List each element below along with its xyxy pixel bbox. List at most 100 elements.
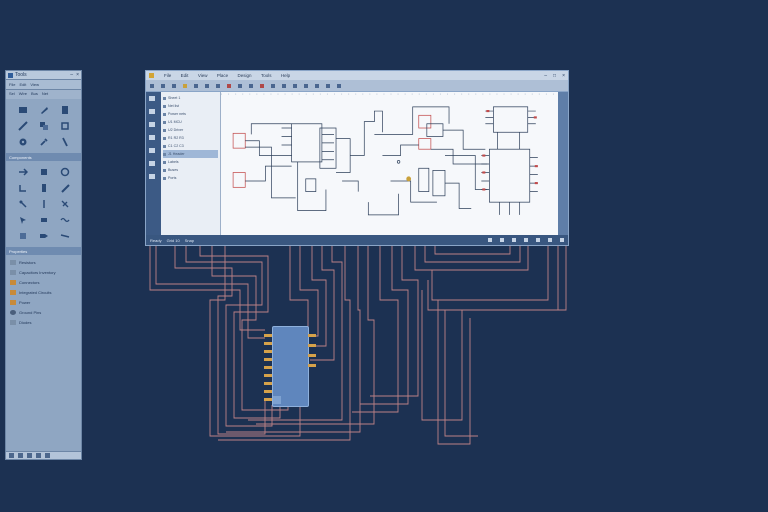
menu-place[interactable]: Place xyxy=(216,72,229,78)
close-icon[interactable]: × xyxy=(76,72,79,78)
schematic-canvas[interactable] xyxy=(221,92,558,235)
tree-row[interactable]: Labels xyxy=(163,158,218,166)
status-icon[interactable] xyxy=(560,238,564,242)
tool-wire[interactable]: Wire xyxy=(18,91,28,96)
footer-button-5[interactable] xyxy=(45,453,50,458)
cursor-icon[interactable] xyxy=(18,215,28,225)
open-icon[interactable] xyxy=(161,83,165,88)
section-properties-header[interactable]: Properties xyxy=(6,247,81,255)
editor-titlebar[interactable]: File Edit View Place Design Tools Help –… xyxy=(146,71,568,80)
pen-icon[interactable] xyxy=(39,105,49,115)
pencil-icon[interactable] xyxy=(60,183,70,193)
tag-icon[interactable] xyxy=(39,231,49,241)
side-tool-icon[interactable] xyxy=(149,135,155,140)
probe-icon[interactable] xyxy=(60,137,70,147)
tool-bus[interactable]: Bus xyxy=(31,91,38,96)
save-icon[interactable] xyxy=(172,83,176,88)
menu-edit[interactable]: Edit xyxy=(180,72,189,78)
tool-select[interactable]: Sel xyxy=(9,91,15,96)
status-icon[interactable] xyxy=(524,238,528,242)
tree-row[interactable]: Buses xyxy=(163,166,218,174)
tool-net[interactable]: Net xyxy=(41,91,49,96)
wave-icon[interactable] xyxy=(59,215,70,225)
cut-icon[interactable] xyxy=(205,83,209,88)
tree-item[interactable]: Diodes xyxy=(10,317,77,327)
maximize-icon[interactable]: □ xyxy=(553,72,557,79)
close-icon[interactable]: × xyxy=(562,72,565,79)
bus-icon[interactable] xyxy=(60,231,70,241)
palette-tab-file[interactable]: File xyxy=(9,82,16,87)
wrench-icon[interactable] xyxy=(39,137,49,147)
menu-file[interactable]: File xyxy=(164,72,172,78)
run-icon[interactable] xyxy=(337,83,341,88)
label-icon[interactable] xyxy=(282,83,286,88)
arrow-icon[interactable] xyxy=(18,167,28,177)
resistor-icon[interactable] xyxy=(39,183,49,193)
ring-icon[interactable] xyxy=(60,167,70,177)
tree-item[interactable]: Resistors xyxy=(10,257,77,267)
bus-icon[interactable] xyxy=(271,83,275,88)
side-tool-icon[interactable] xyxy=(149,174,155,179)
tree-row[interactable]: U2 Driver xyxy=(163,126,218,134)
status-icon[interactable] xyxy=(512,238,516,242)
minimize-icon[interactable]: – xyxy=(544,72,548,79)
side-tool-icon[interactable] xyxy=(149,148,155,153)
tree-item[interactable]: Connectors xyxy=(10,277,77,287)
hook-icon[interactable] xyxy=(18,183,28,193)
menu-view[interactable]: View xyxy=(197,72,208,78)
gear-icon[interactable] xyxy=(18,137,28,147)
tree-item[interactable]: Ground Pins xyxy=(10,307,77,317)
tree-item[interactable]: Power xyxy=(10,297,77,307)
brush-icon[interactable] xyxy=(17,121,28,131)
square-icon[interactable] xyxy=(39,215,49,225)
status-snap[interactable]: Snap xyxy=(184,237,195,243)
palette-titlebar[interactable]: Tools – × xyxy=(6,71,81,80)
palette-tab-view[interactable]: View xyxy=(30,82,39,87)
side-tool-icon[interactable] xyxy=(149,96,155,101)
power-icon[interactable] xyxy=(293,83,297,88)
footer-button-3[interactable] xyxy=(27,453,32,458)
tree-row-selected[interactable]: J1 Header xyxy=(163,150,218,158)
measure-icon[interactable] xyxy=(60,121,70,131)
junction-icon[interactable] xyxy=(315,83,319,88)
delete-icon[interactable] xyxy=(227,83,231,88)
footer-button-4[interactable] xyxy=(36,453,41,458)
minimize-icon[interactable]: – xyxy=(70,72,74,78)
probe2-icon[interactable] xyxy=(18,199,28,209)
tree-item[interactable]: Capacitors Inventory xyxy=(10,267,77,277)
side-tool-icon[interactable] xyxy=(149,122,155,127)
side-tool-icon[interactable] xyxy=(149,161,155,166)
layers-icon[interactable] xyxy=(39,121,49,131)
tree-row[interactable]: C1 C2 C3 xyxy=(163,142,218,150)
palette-tab-edit[interactable]: Edit xyxy=(19,82,27,87)
ic-chip[interactable] xyxy=(272,326,309,407)
tree-row[interactable]: Sheet 1 xyxy=(163,94,218,102)
line-icon[interactable] xyxy=(39,199,49,209)
ground-icon[interactable] xyxy=(304,83,308,88)
vertical-scrollbar[interactable] xyxy=(558,92,568,235)
grid-icon[interactable] xyxy=(326,83,330,88)
footer-button-2[interactable] xyxy=(18,453,23,458)
status-icon[interactable] xyxy=(548,238,552,242)
status-icon[interactable] xyxy=(488,238,492,242)
tree-row[interactable]: Power nets xyxy=(163,110,218,118)
tree-row[interactable]: Ports xyxy=(163,174,218,182)
zoom-out-icon[interactable] xyxy=(249,83,253,88)
tree-row[interactable]: Net list xyxy=(163,102,218,110)
note-icon[interactable] xyxy=(60,105,70,115)
menu-tools[interactable]: Tools xyxy=(260,72,272,78)
redo-icon[interactable] xyxy=(194,83,198,88)
menu-help[interactable]: Help xyxy=(280,72,291,78)
undo-icon[interactable] xyxy=(183,83,187,88)
diode-icon[interactable] xyxy=(60,199,70,209)
section-components-header[interactable]: Components xyxy=(6,153,81,161)
tree-row[interactable]: R1 R2 R3 xyxy=(163,134,218,142)
tree-row[interactable]: U1 MCU xyxy=(163,118,218,126)
grid-icon[interactable] xyxy=(18,231,28,241)
chip-icon[interactable] xyxy=(39,167,49,177)
new-icon[interactable] xyxy=(150,83,154,88)
pointer-icon[interactable] xyxy=(18,105,28,115)
zoom-in-icon[interactable] xyxy=(238,83,242,88)
status-icon[interactable] xyxy=(536,238,540,242)
status-icon[interactable] xyxy=(500,238,504,242)
